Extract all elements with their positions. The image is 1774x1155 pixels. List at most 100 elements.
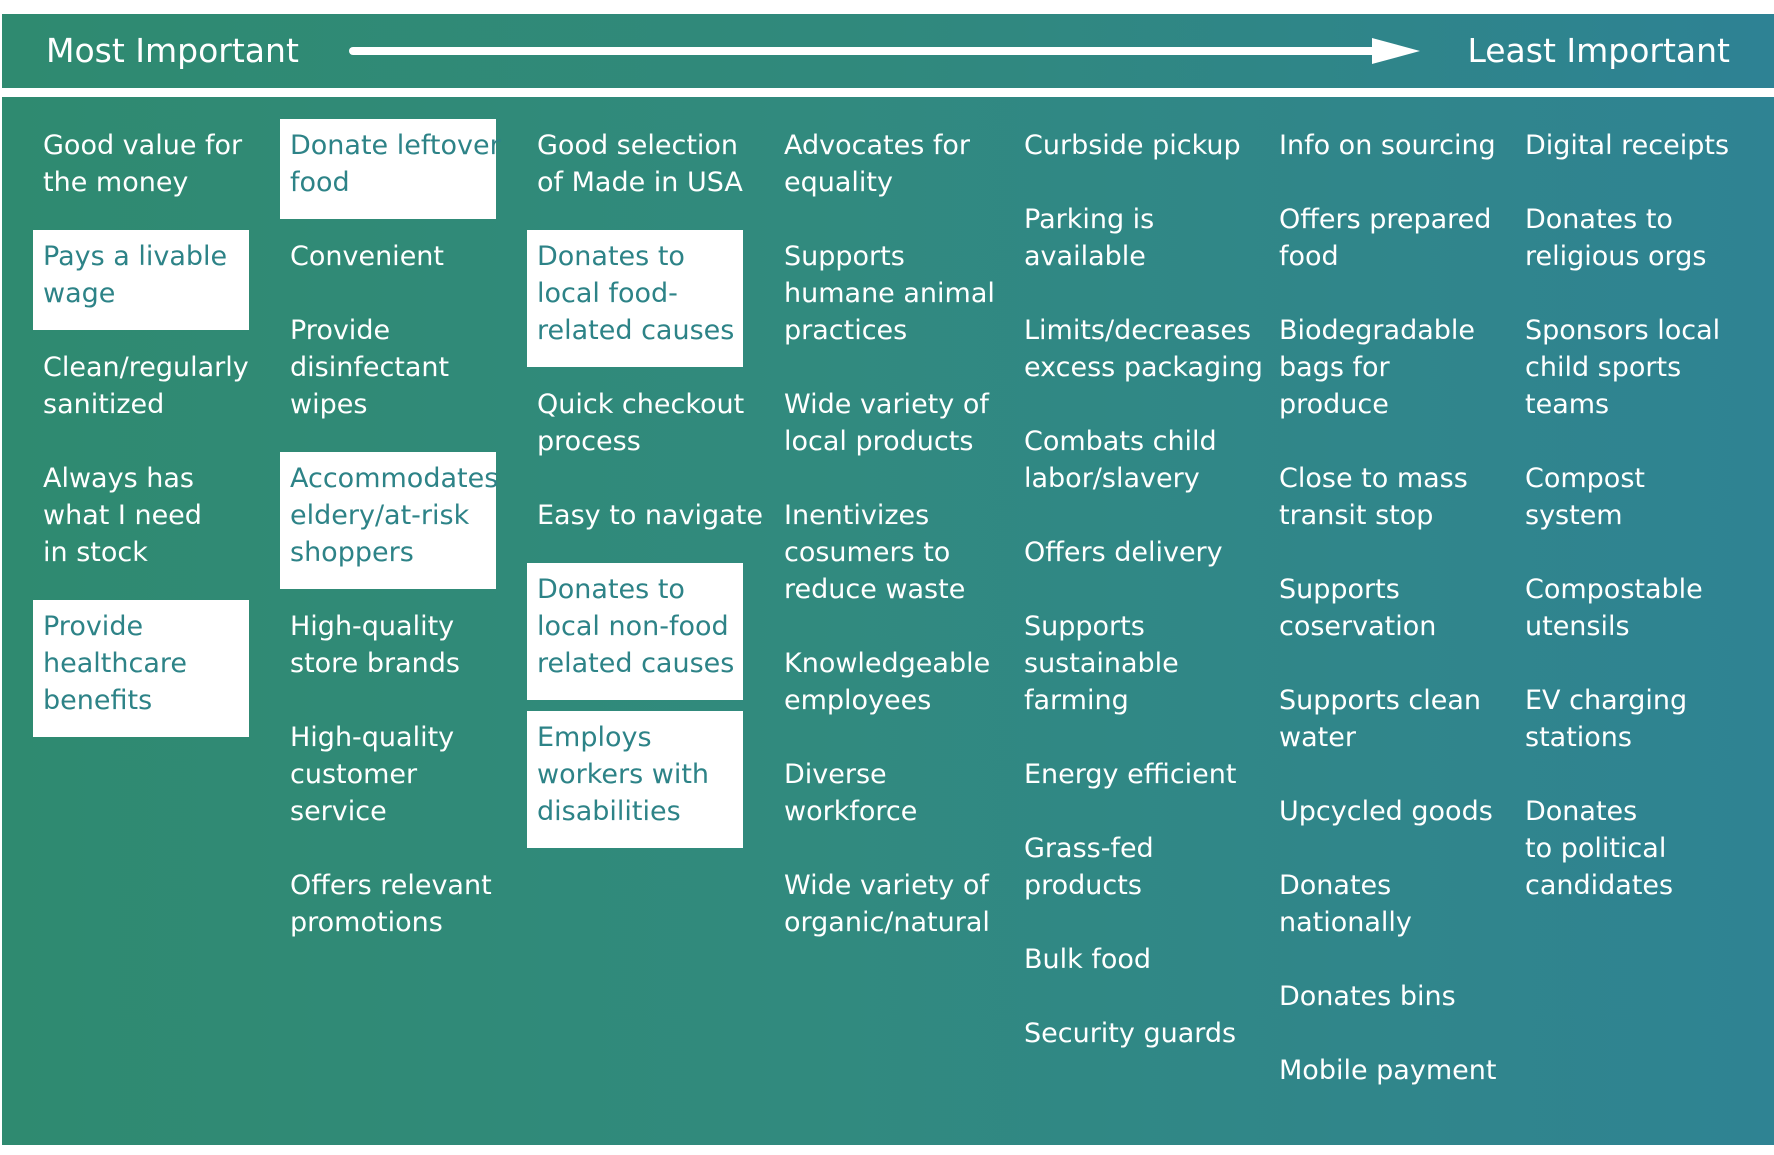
attribute-line: system xyxy=(1525,500,1623,531)
highlighted-attribute-box: Pays a livable wage xyxy=(33,230,249,330)
attribute-line: eldery/at-risk xyxy=(290,500,470,531)
attribute-line: Knowledgeable xyxy=(784,648,991,679)
attribute-line: cosumers to xyxy=(784,537,951,568)
attribute-line: Employs xyxy=(537,722,652,753)
importance-arrow-icon xyxy=(349,38,1420,64)
attribute-label: High-quality store brands xyxy=(290,608,460,682)
attribute-line: Pays a livable xyxy=(43,241,228,272)
attribute-line: Bulk food xyxy=(1024,944,1152,975)
least-important-label: Least Important xyxy=(1467,31,1730,70)
attribute-label: Curbside pickup xyxy=(1024,127,1241,164)
attribute-line: organic/natural xyxy=(784,907,990,938)
attribute-line: Provide xyxy=(290,315,391,346)
attribute-line: wipes xyxy=(290,389,368,420)
attribute-line: nationally xyxy=(1279,907,1412,938)
attribute-line: the money xyxy=(43,167,189,198)
attribute-label: Digital receipts xyxy=(1525,127,1729,164)
attribute-line: Quick checkout xyxy=(537,389,745,420)
attribute-line: wage xyxy=(43,278,116,309)
attribute-line: local non-food xyxy=(537,611,729,642)
attribute-label: Close to mass transit stop xyxy=(1279,460,1468,534)
attribute-line: Wide variety of xyxy=(784,870,989,901)
attribute-label: Energy efficient xyxy=(1024,756,1236,793)
attribute-line: humane animal xyxy=(784,278,995,309)
attribute-line: Supports clean xyxy=(1279,685,1481,716)
attribute-line: Supports xyxy=(1024,611,1145,642)
attribute-line: store brands xyxy=(290,648,460,679)
attribute-line: what I need xyxy=(43,500,202,531)
attribute-label: Always has what I need in stock xyxy=(43,460,202,571)
attribute-line: Convenient xyxy=(290,241,444,272)
attribute-line: food xyxy=(1279,241,1339,272)
attribute-label: Parking is available xyxy=(1024,201,1154,275)
attribute-line: Close to mass xyxy=(1279,463,1468,494)
attribute-line: High-quality xyxy=(290,611,455,642)
attribute-line: workers with xyxy=(537,759,710,790)
attribute-line: Parking is xyxy=(1024,204,1155,235)
attribute-line: reduce waste xyxy=(784,574,966,605)
attribute-label: Easy to navigate xyxy=(537,497,763,534)
attribute-line: benefits xyxy=(43,685,153,716)
attribute-line: bags for xyxy=(1279,352,1390,383)
attribute-label: Info on sourcing xyxy=(1279,127,1496,164)
attribute-label: Mobile payment xyxy=(1279,1052,1496,1089)
attribute-line: products xyxy=(1024,870,1142,901)
importance-scale-header: Most Important Least Important xyxy=(2,14,1774,88)
attribute-line: process xyxy=(537,426,641,457)
attribute-line: Always has xyxy=(43,463,194,494)
attribute-line: Donate leftover xyxy=(290,130,501,161)
attribute-line: Donates xyxy=(1525,796,1638,827)
attribute-line: disabilities xyxy=(537,796,681,827)
attribute-label: Donates bins xyxy=(1279,978,1456,1015)
attribute-line: equality xyxy=(784,167,893,198)
attribute-line: Easy to navigate xyxy=(537,500,763,531)
attribute-line: Donates to xyxy=(537,574,685,605)
attribute-line: Digital receipts xyxy=(1525,130,1730,161)
attribute-line: available xyxy=(1024,241,1146,272)
attribute-line: High-quality xyxy=(290,722,455,753)
attribute-label: Bulk food xyxy=(1024,941,1151,978)
attribute-line: Combats child xyxy=(1024,426,1217,457)
attribute-line: in stock xyxy=(43,537,148,568)
attribute-line: Donates to xyxy=(1525,204,1673,235)
attribute-line: produce xyxy=(1279,389,1389,420)
attribute-line: Diverse xyxy=(784,759,887,790)
attribute-line: service xyxy=(290,796,387,827)
attribute-line: Info on sourcing xyxy=(1279,130,1496,161)
attribute-line: utensils xyxy=(1525,611,1630,642)
attribute-line: shoppers xyxy=(290,537,414,568)
attribute-label: Security guards xyxy=(1024,1015,1236,1052)
attribute-line: Grass-fed xyxy=(1024,833,1154,864)
attribute-line: food xyxy=(290,167,350,198)
attribute-line: Donates bins xyxy=(1279,981,1456,1012)
attribute-line: Security guards xyxy=(1024,1018,1237,1049)
attribute-line: Offers delivery xyxy=(1024,537,1223,568)
attribute-line: EV charging xyxy=(1525,685,1688,716)
attribute-line: transit stop xyxy=(1279,500,1434,531)
attribute-line: Offers relevant xyxy=(290,870,492,901)
attribute-line: Energy efficient xyxy=(1024,759,1237,790)
attribute-line: Wide variety of xyxy=(784,389,989,420)
attribute-label: Grass-fed products xyxy=(1024,830,1154,904)
attribute-line: sustainable xyxy=(1024,648,1179,679)
